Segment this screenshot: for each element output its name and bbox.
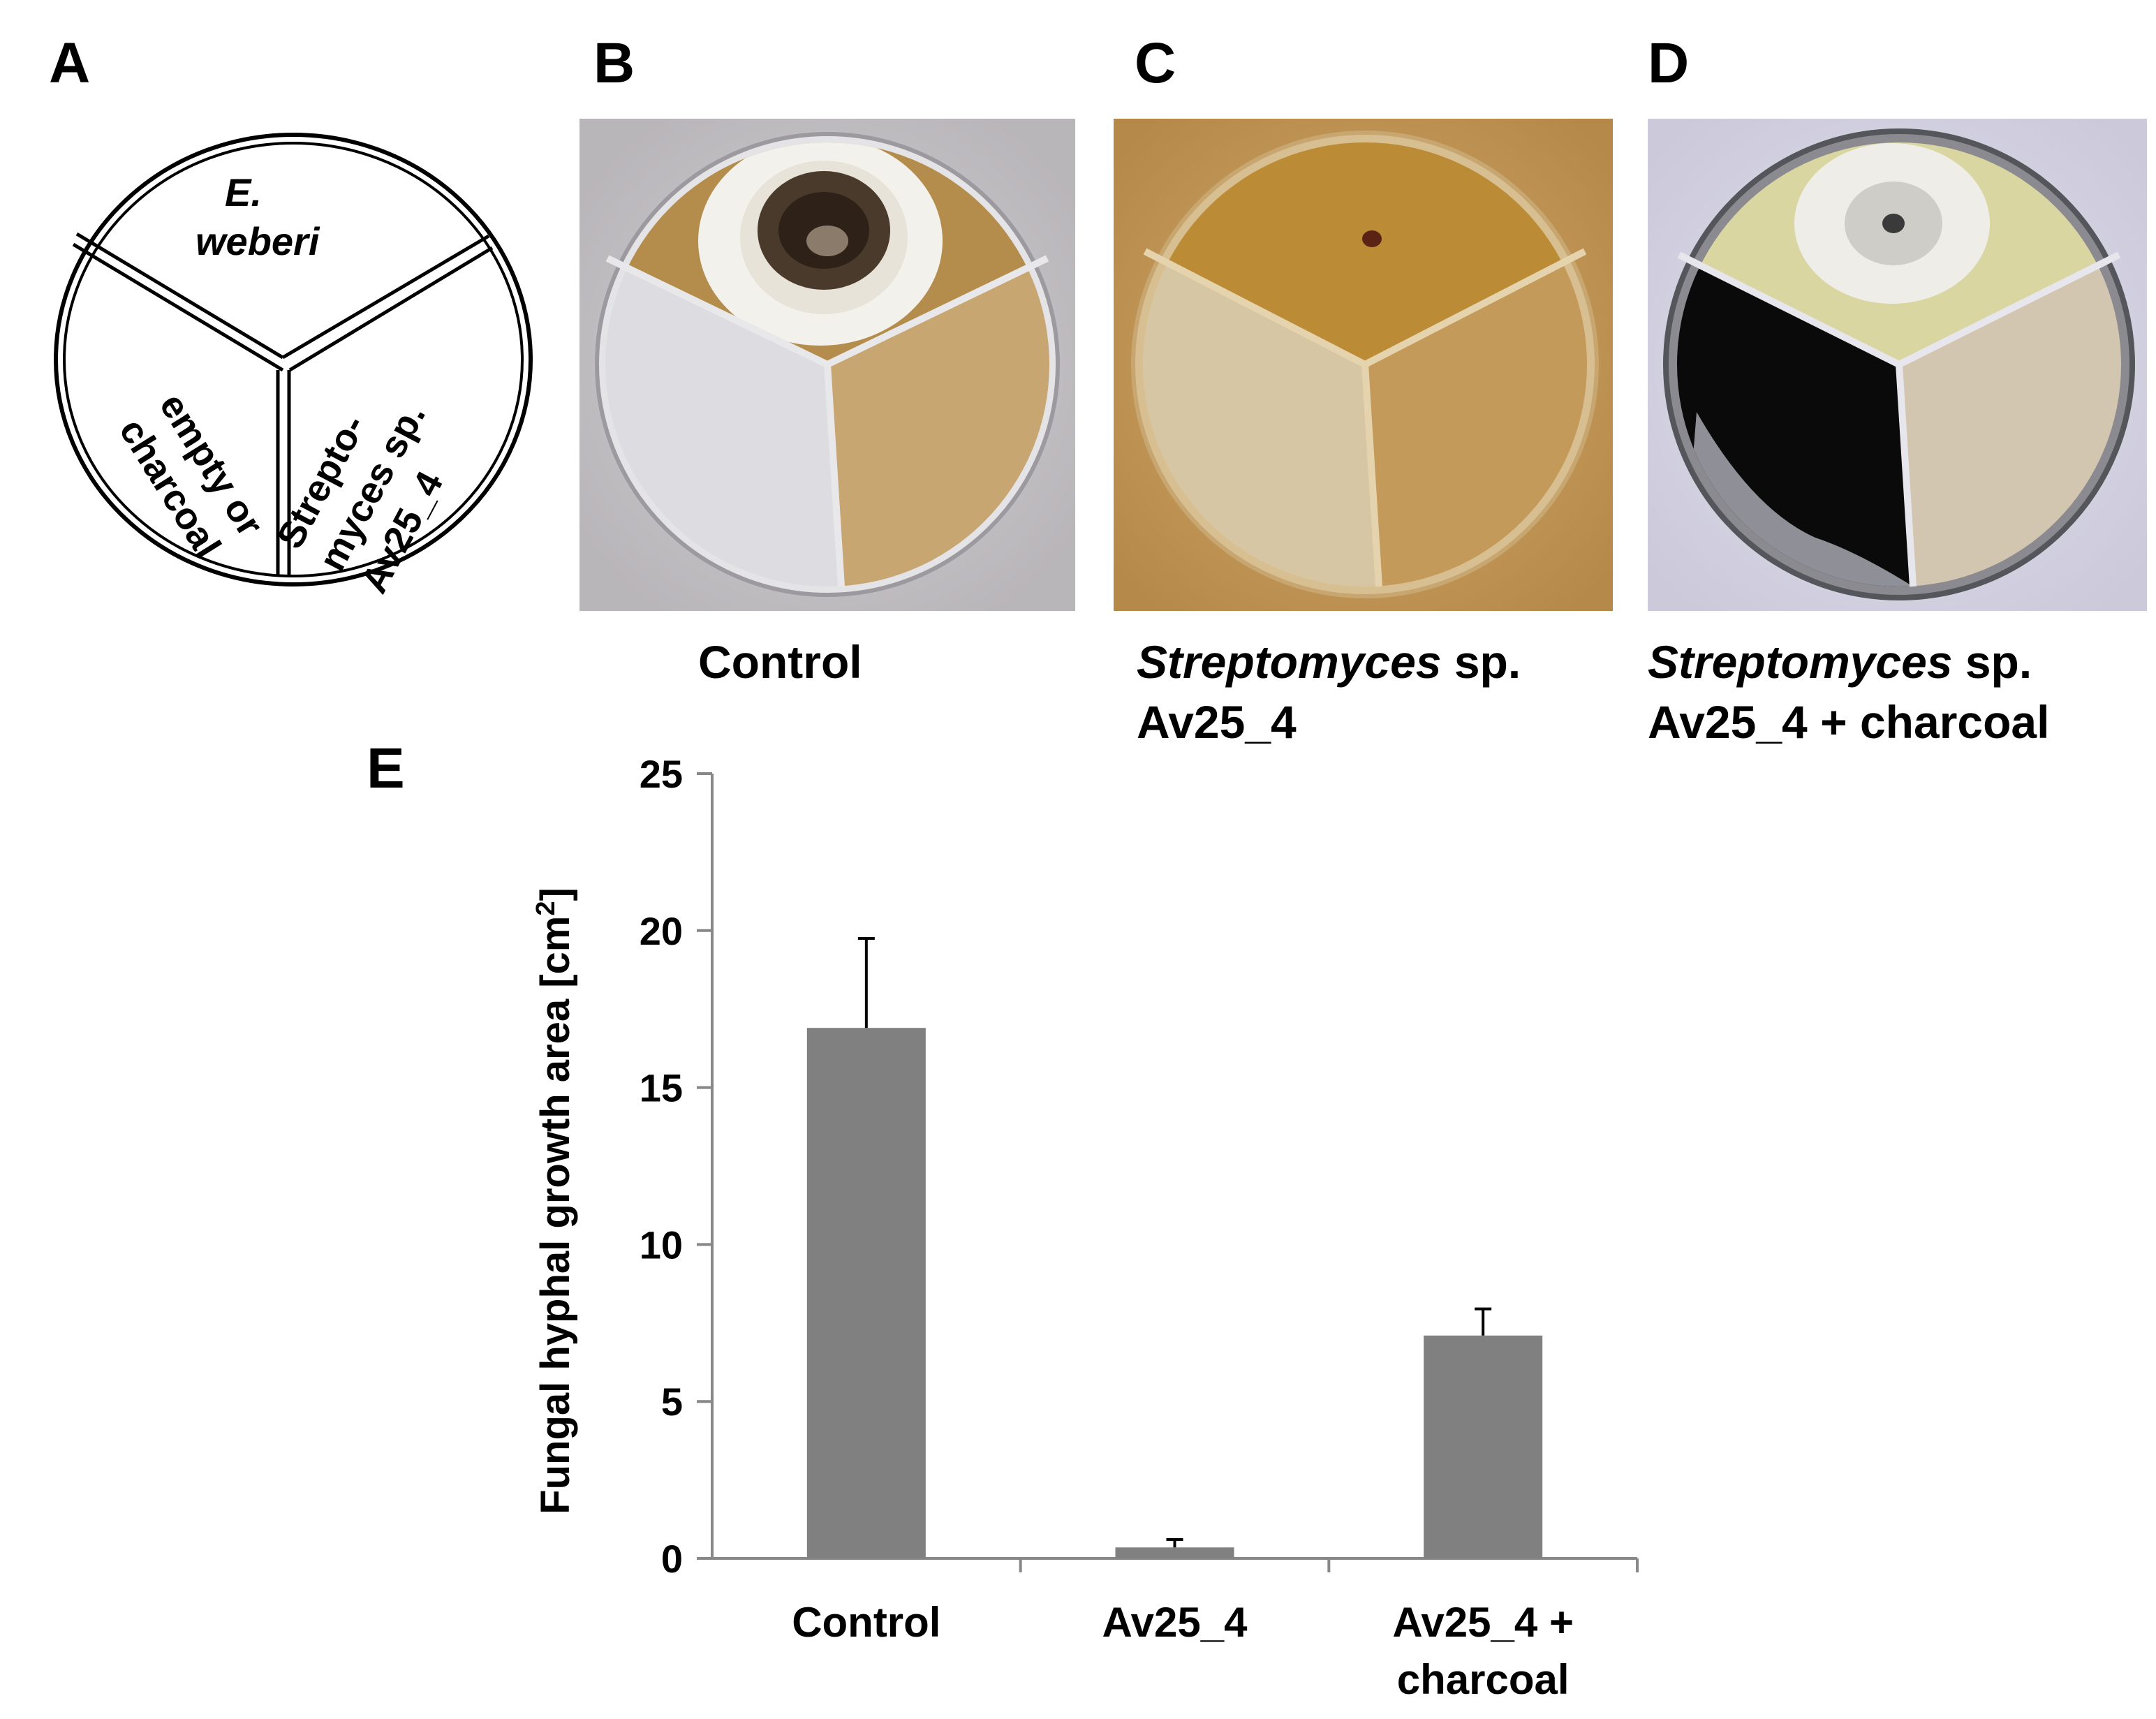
y-tick-label: 5: [661, 1380, 683, 1424]
y-axis-title: Fungal hyphal growth area [cm2]: [531, 887, 578, 1514]
y-tick-label: 20: [640, 909, 683, 953]
caption-d-strain: Av25_4 + charcoal: [1648, 696, 2050, 748]
sector-label-e-weberi-2: weberi: [195, 219, 320, 263]
caption-streptomyces: Streptomyces sp. Av25_4: [1137, 632, 1521, 752]
y-tick-label: 25: [640, 752, 683, 796]
panel-letter-d: D: [1648, 31, 1690, 95]
x-category-label: Av25_4: [1102, 1599, 1248, 1646]
bar-1: [1115, 1547, 1234, 1558]
caption-streptomyces-charcoal: Streptomyces sp. Av25_4 + charcoal: [1648, 632, 2049, 752]
plate-inner-ring: [63, 142, 524, 577]
x-category-label: Control: [792, 1599, 940, 1646]
photo-control: [579, 119, 1075, 611]
x-category-label: Av25_4 +: [1392, 1599, 1574, 1646]
plate-dividers: [72, 232, 494, 577]
bar-0: [806, 1028, 926, 1558]
photo-streptomyces: [1114, 119, 1613, 611]
x-category-label: charcoal: [1397, 1656, 1570, 1703]
sector-label-e-weberi-1: E.: [225, 170, 262, 214]
panel-letter-e: E: [367, 737, 405, 800]
photo-streptomyces-charcoal: [1648, 119, 2147, 611]
caption-control: Control: [698, 636, 862, 688]
caption-c-strain: Av25_4: [1137, 696, 1297, 748]
schematic-plate: E. weberi empty or charcoal Strepto- myc…: [54, 133, 533, 600]
bar-2: [1424, 1335, 1543, 1558]
plate-outer-ring: [54, 133, 533, 586]
y-tick-label: 0: [661, 1537, 683, 1581]
panel-letter-b: B: [593, 31, 635, 95]
y-tick-label: 15: [640, 1066, 683, 1110]
panel-letter-c: C: [1135, 31, 1176, 95]
caption-c-genus: Streptomyces: [1137, 636, 1442, 688]
panel-letter-a: A: [49, 31, 91, 95]
caption-d-genus: Streptomyces: [1648, 636, 1953, 688]
y-tick-label: 10: [640, 1223, 683, 1267]
